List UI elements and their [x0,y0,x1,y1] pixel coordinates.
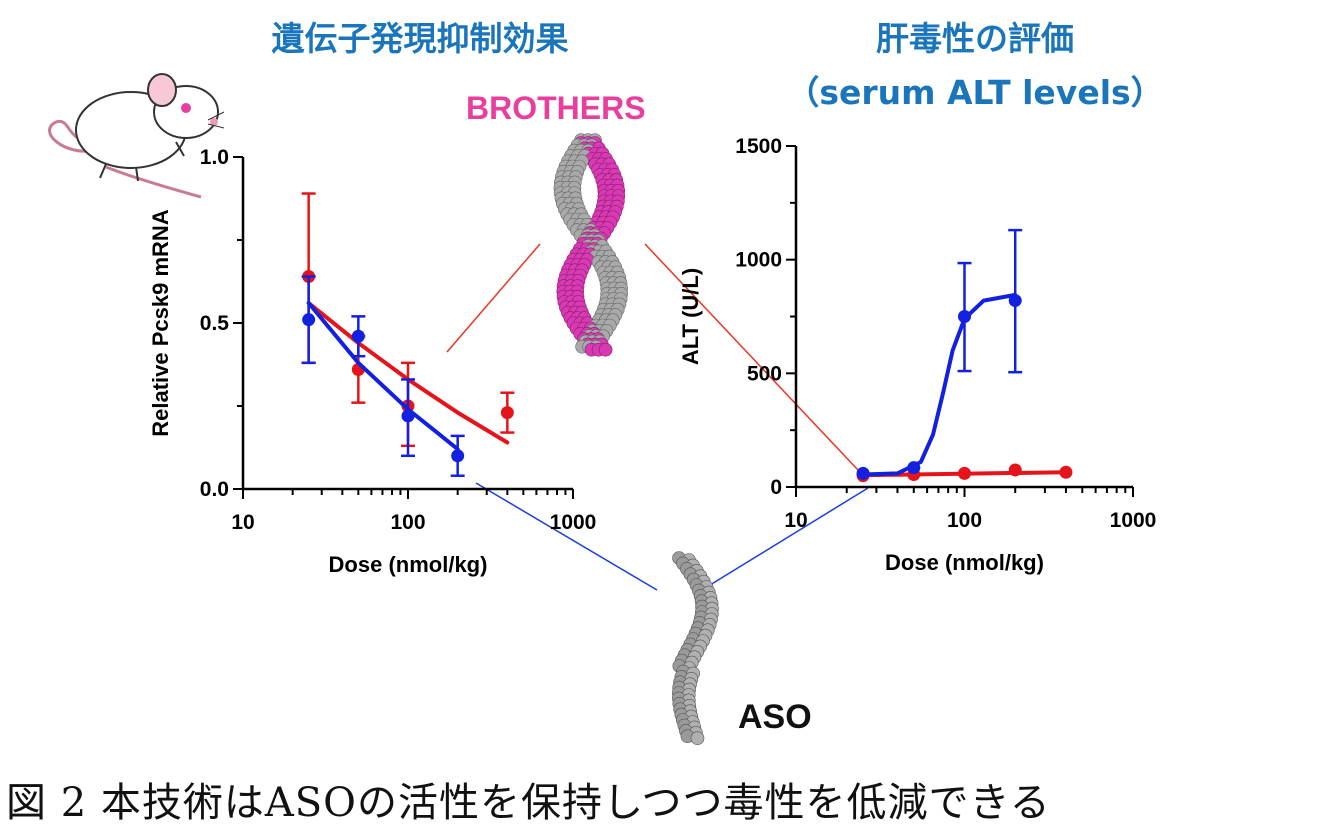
data-point [401,409,415,423]
data-point [500,406,514,420]
data-point [856,466,870,480]
atom [690,731,705,746]
right-title-line1: 肝毒性の評価 [876,19,1074,58]
x-tick-label: 10 [231,511,254,534]
data-point [451,449,465,463]
connector-blue-left [475,482,658,591]
x-tick-label: 1000 [1110,509,1157,532]
left-title: 遺伝子発現抑制効果 [271,19,569,58]
data-point [1008,463,1022,477]
y-axis-label: Relative Pcsk9 mRNA [148,209,173,437]
data-point [302,313,316,327]
fit-curve [306,301,460,452]
x-axis-label: Dose (nmol/kg) [885,550,1044,575]
right-title-line2: （serum ALT levels） [786,73,1164,112]
data-point [1059,465,1073,479]
y-tick-label: 500 [747,362,782,385]
y-tick-label: 1000 [735,249,782,272]
brothers-label: BROTHERS [466,90,646,126]
data-point [351,329,365,343]
fit-curve [861,292,1018,477]
data-point [907,461,921,475]
x-axis-label: Dose (nmol/kg) [329,552,488,577]
mouse-icon [48,73,225,199]
x-tick-label: 100 [947,509,982,532]
x-tick-label: 1000 [550,511,597,534]
x-tick-label: 10 [784,509,807,532]
data-point [958,310,971,323]
data-point [958,466,971,480]
y-tick-label: 0.0 [200,478,229,501]
aso-molecule-icon [671,551,719,746]
connector-red-left [446,243,541,353]
atom [598,342,613,357]
x-tick-label: 100 [390,511,425,534]
figure-caption: 図 2 本技術はASOの活性を保持しつつ毒性を低減できる [6,780,1051,826]
connector-blue-right [709,487,869,586]
aso-label: ASO [738,698,812,736]
y-tick-label: 0.5 [200,312,230,335]
y-tick-label: 1.0 [200,146,229,169]
brothers-molecule-icon [553,133,628,357]
connector-red-right [644,243,859,471]
y-tick-label: 1500 [735,135,782,158]
y-tick-label: 0 [770,476,782,499]
data-point [1008,294,1022,308]
y-axis-label: ALT (U/L) [678,268,703,365]
